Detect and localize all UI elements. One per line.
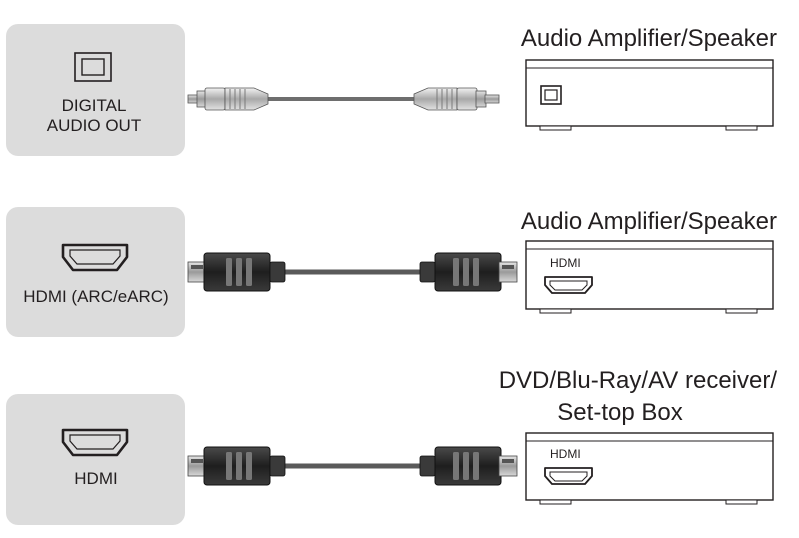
hdmi-port-icon bbox=[61, 243, 129, 272]
device-title-line-1: DVD/Blu-Ray/AV receiver/ bbox=[499, 367, 778, 394]
tv-port-label-line-1: DIGITAL bbox=[62, 96, 127, 115]
device-title: Audio Amplifier/Speaker bbox=[521, 208, 777, 235]
hdmi-plug-left bbox=[187, 252, 286, 292]
optical-port-icon bbox=[74, 52, 112, 82]
dvd-bluray-receiver-device: HDMI bbox=[525, 432, 774, 505]
audio-amplifier-device bbox=[525, 59, 774, 131]
tv-port-panel bbox=[6, 207, 185, 337]
optical-plug-right bbox=[413, 87, 500, 111]
tv-port-panel bbox=[6, 24, 185, 156]
hdmi-cable bbox=[187, 446, 518, 486]
tv-port-panel bbox=[6, 394, 185, 525]
device-title-line-2: Set-top Box bbox=[557, 399, 682, 426]
optical-plug-left bbox=[187, 87, 269, 111]
optical-cable bbox=[187, 87, 500, 111]
tv-port-label: HDMI bbox=[74, 469, 117, 488]
hdmi-port-icon bbox=[544, 276, 593, 294]
hdmi-plug-right bbox=[419, 446, 518, 486]
hdmi-port-icon bbox=[544, 467, 593, 485]
device-title: Audio Amplifier/Speaker bbox=[521, 25, 777, 52]
hdmi-plug-right bbox=[419, 252, 518, 292]
tv-port-label: HDMI (ARC/eARC) bbox=[23, 287, 168, 306]
tv-port-label-line-2: AUDIO OUT bbox=[47, 116, 141, 135]
hdmi-cable bbox=[187, 252, 518, 292]
row-hdmi-arc: HDMI (ARC/eARC) Audio A bbox=[6, 207, 777, 337]
row-hdmi: HDMI DVD/Blu-Ray/AV rec bbox=[6, 367, 777, 525]
audio-amplifier-device: HDMI bbox=[525, 240, 774, 314]
device-port-label: HDMI bbox=[550, 256, 581, 270]
row-optical: DIGITAL AUDIO OUT bbox=[6, 24, 777, 156]
device-port-label: HDMI bbox=[550, 447, 581, 461]
hdmi-port-icon bbox=[61, 428, 129, 457]
square-optical-port-icon bbox=[540, 85, 562, 105]
hdmi-plug-left bbox=[187, 446, 286, 486]
